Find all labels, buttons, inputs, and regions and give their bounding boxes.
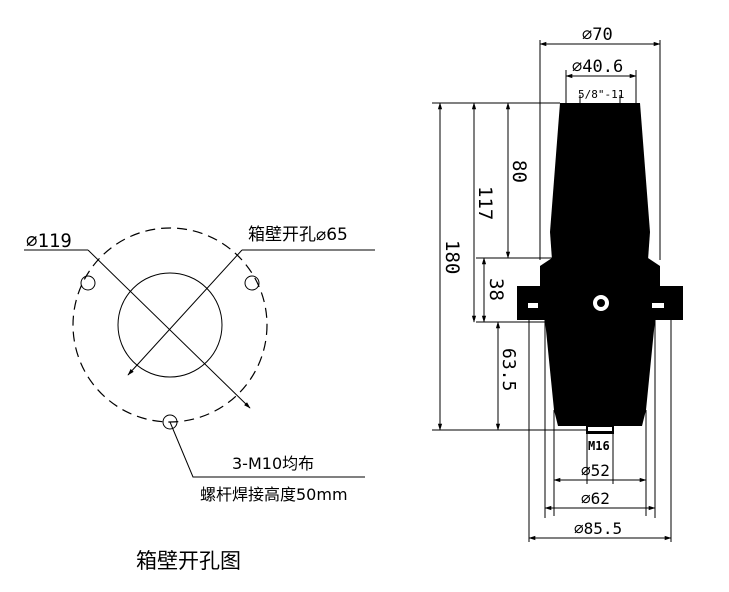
thread-label: 5/8"-11	[578, 88, 624, 101]
dia-62-label: ⌀62	[581, 489, 610, 508]
height-63-5-label: 63.5	[498, 348, 519, 391]
dia-85-5-label: ⌀85.5	[574, 519, 622, 538]
bolt-hole-right	[244, 275, 260, 291]
dia-40-6-label: ⌀40.6	[572, 57, 623, 77]
bolt-hole-left	[80, 275, 96, 291]
height-38-label: 38	[485, 278, 507, 301]
hole-dia-label: 箱壁开孔⌀65	[248, 225, 348, 245]
diameter-line-65	[127, 249, 243, 376]
m16-label: M16	[588, 439, 610, 453]
bolt-circle-dia-label: ⌀119	[26, 230, 72, 252]
bolt-note-1: 3-M10均布	[232, 454, 314, 473]
diameter-line-119	[87, 249, 251, 409]
height-117-label: 117	[474, 186, 496, 220]
bushing-lower-body	[545, 320, 655, 426]
bolt-hole-bottom	[162, 414, 178, 430]
bushing-upper-body	[550, 103, 650, 260]
height-180-label: 180	[441, 240, 463, 274]
bushing-view: ⌀70 ⌀40.6 5/8"-11 180 117 80 38 63.5	[432, 25, 683, 542]
view-caption: 箱壁开孔图	[136, 549, 241, 573]
dia-52-label: ⌀52	[581, 461, 610, 480]
bolt-note-2: 螺杆焊接高度50mm	[200, 485, 348, 504]
bolt-circle	[72, 227, 268, 423]
bushing-collar	[540, 258, 660, 286]
bolt-leader	[169, 421, 365, 478]
height-80-label: 80	[508, 160, 530, 183]
dia-70-label: ⌀70	[582, 25, 613, 45]
opening-circle	[117, 272, 223, 378]
tank-wall-opening-view: ⌀119 箱壁开孔⌀65 3-M10均布 螺杆焊接高度50mm 箱壁开孔图	[24, 225, 375, 573]
